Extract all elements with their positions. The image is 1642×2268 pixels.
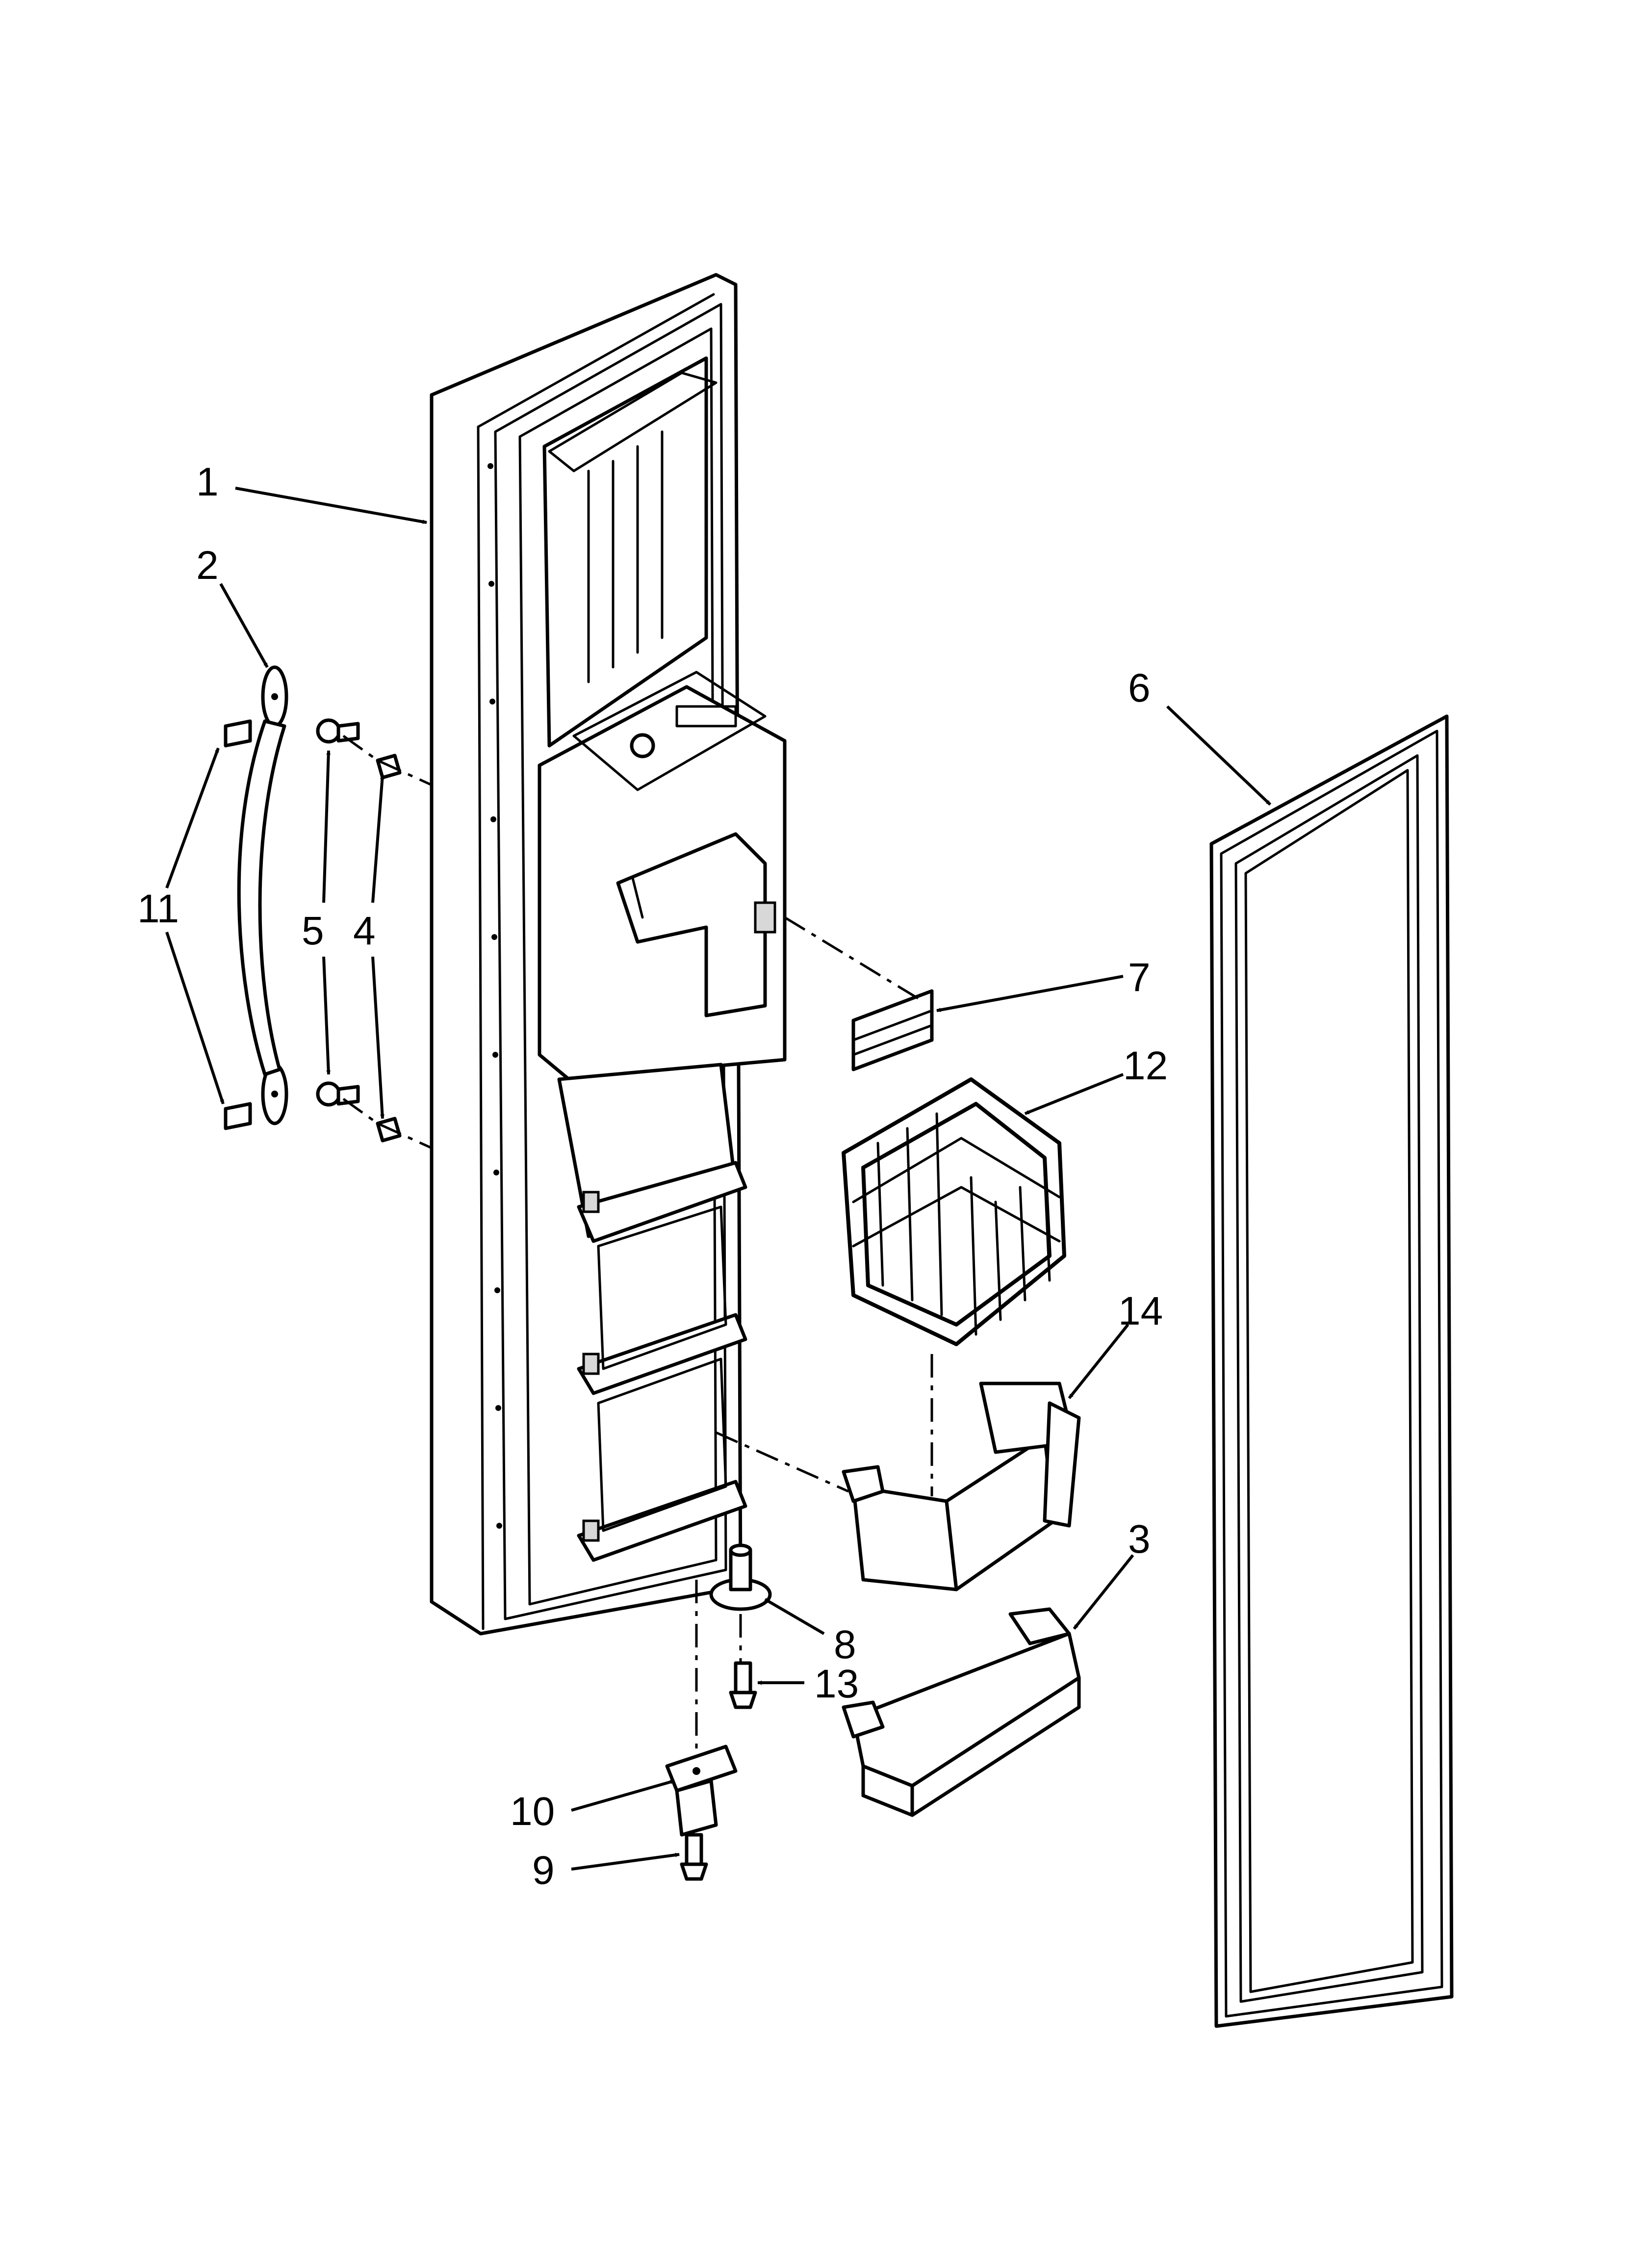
door-gasket [1209, 714, 1454, 2028]
callout-2: 2 [196, 543, 219, 588]
callout-14: 14 [1118, 1289, 1163, 1333]
callout-3: 3 [1128, 1517, 1151, 1562]
wire-bin [842, 1077, 1066, 1496]
bottom-hinge [665, 1580, 738, 1837]
callout-9: 9 [532, 1848, 555, 1893]
pivot-hinge [709, 1543, 772, 1611]
door-bin [842, 1607, 1081, 1817]
dispenser-pad [784, 916, 934, 1071]
callout-6: 6 [1128, 666, 1151, 710]
door-handle [237, 665, 288, 1125]
callout-8: 8 [834, 1622, 856, 1667]
door-assembly [430, 273, 787, 1636]
callout-11: 11 [137, 886, 179, 931]
callout-1: 1 [196, 460, 219, 504]
mounting-screws [316, 718, 360, 1107]
bin-bracket [715, 1382, 1081, 1591]
pivot-screw [729, 1614, 757, 1709]
spacers [342, 734, 433, 1149]
callout-5: 5 [302, 909, 324, 953]
leader-lines [165, 487, 1272, 1871]
hinge-screw [680, 1833, 708, 1881]
callout-7: 7 [1128, 955, 1151, 1000]
callout-labels: 1 2 3 4 5 6 7 8 9 10 11 12 13 14 [137, 460, 1168, 1893]
callout-4: 4 [353, 909, 376, 953]
door-shelves [557, 1063, 747, 1562]
liner-holes [487, 463, 502, 1529]
callout-13: 13 [814, 1662, 859, 1706]
callout-10: 10 [510, 1789, 555, 1834]
handle-screws [224, 719, 252, 1130]
callout-12: 12 [1123, 1043, 1168, 1088]
